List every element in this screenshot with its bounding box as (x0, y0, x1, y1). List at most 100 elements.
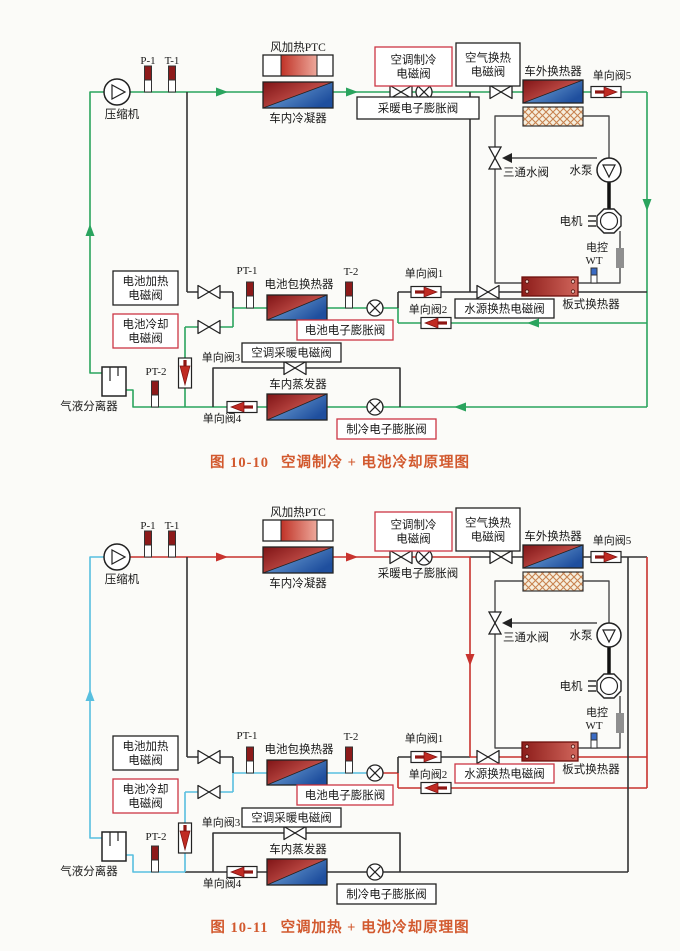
label-three-way-valve: 三通水阀 (503, 630, 549, 644)
check-valve-2 (424, 782, 439, 794)
check-valve-4 (244, 405, 253, 409)
three-way-valve-icon (502, 153, 512, 163)
outdoor-hx-box (522, 79, 584, 104)
label-battery-heating-valve: 电磁阀 (128, 288, 163, 302)
label-ac-cooling-valve: 空调制冷 (391, 53, 437, 67)
motor-icon (599, 676, 619, 696)
check-valve-5 (595, 90, 604, 94)
label-ac-heating-valve-box (241, 342, 342, 363)
label-ac-heating-valve: 空调采暖电磁阀 (251, 811, 332, 825)
separator-box (101, 831, 127, 862)
ac-heating-solenoid-icon (283, 360, 307, 376)
label-battery-eev-box (296, 784, 394, 806)
sensor-pt1 (246, 746, 254, 762)
evaporator-box (266, 393, 328, 421)
battery-hx-box (266, 294, 328, 321)
label-battery-hx: 电池包换热器 (265, 742, 334, 756)
battery-heating-solenoid-icon (197, 284, 221, 300)
check-valve-3 (179, 830, 191, 852)
sensor-pt2 (151, 845, 159, 861)
label-ac-cooling-valve: 电磁阀 (396, 532, 431, 546)
sensor-t1 (168, 65, 176, 81)
cooling-eev-icon (369, 866, 381, 878)
label-battery-cooling-valve: 电池冷却 (123, 783, 169, 796)
caption-title: 空调加热 + 电池冷却原理图 (280, 920, 470, 936)
label-check3: 单向阀3 (202, 815, 241, 829)
evaporator-box (266, 858, 328, 886)
indoor-condenser-box (262, 81, 334, 109)
sensor-p1 (144, 530, 152, 546)
check-valve-1 (415, 290, 424, 294)
label-separator: 气液分离器 (60, 399, 118, 413)
label-battery-cooling-valve: 电磁阀 (128, 331, 163, 345)
plate-hx-box (521, 276, 579, 297)
label-t1: T-1 (165, 55, 180, 67)
label-compressor: 压缩机 (105, 107, 140, 121)
caption-number: 图 10-10 (210, 455, 269, 471)
label-battery-heating-valve: 电池加热 (123, 740, 169, 753)
indoor-condenser-box (262, 546, 334, 574)
diagram-ac-heating-battery-cooling: 空调制冷电磁阀空气换热电磁阀采暖电子膨胀阀电池加热电磁阀电池冷却电磁阀电池电子膨… (60, 506, 648, 905)
battery-cooling-solenoid-icon (197, 784, 221, 800)
label-check5: 单向阀5 (593, 68, 632, 82)
label-t1: T-1 (165, 520, 180, 532)
label-battery-heating-valve-box (112, 735, 179, 771)
label-air-hx-valve: 电磁阀 (471, 65, 506, 79)
check-valve-5 (595, 555, 604, 559)
compressor-icon (111, 83, 127, 101)
heating-eev-icon (418, 551, 430, 563)
water-source-solenoid-icon (476, 284, 500, 300)
label-water-pump: 水泵 (570, 164, 593, 177)
three-way-valve-icon (487, 146, 503, 170)
label-motor: 电机 (560, 214, 583, 228)
label-t2: T-2 (344, 266, 359, 278)
label-check4: 单向阀4 (203, 411, 242, 425)
outdoor-hx-box (522, 544, 584, 569)
flow-arrow (527, 318, 539, 328)
label-air-hx-valve-box (455, 42, 521, 87)
label-check2: 单向阀2 (409, 767, 448, 781)
flow-arrow (346, 552, 358, 562)
label-ac-heating-valve-box (241, 807, 342, 828)
indoor-condenser-box (262, 546, 334, 574)
label-battery-cooling-valve: 电池冷却 (123, 318, 169, 331)
battery-eev-icon (369, 302, 381, 314)
label-battery-eev-box (296, 319, 394, 341)
evaporator-box (266, 393, 328, 421)
sensor-pt1 (246, 281, 254, 297)
flow-arrow (346, 87, 358, 97)
label-air-hx-valve: 电磁阀 (471, 530, 506, 544)
label-battery-eev: 电池电子膨胀阀 (305, 323, 386, 337)
label-indoor-condenser: 车内冷凝器 (269, 111, 327, 125)
label-evaporator: 车内蒸发器 (269, 842, 327, 856)
air-hx-solenoid-icon (489, 84, 513, 100)
flow-arrow (85, 689, 95, 701)
label-ac-heating-valve: 空调采暖电磁阀 (251, 346, 332, 360)
sensor-p1 (144, 65, 152, 81)
radiator-box (522, 571, 584, 592)
evaporator-box (266, 858, 328, 886)
label-battery-heating-valve: 电池加热 (123, 275, 169, 288)
check-valve-4 (230, 401, 245, 413)
wt-sensor (590, 267, 598, 276)
water-pump-icon (602, 629, 616, 644)
label-battery-eev: 电池电子膨胀阀 (305, 788, 386, 802)
label-ac-cooling-valve-box (374, 46, 453, 87)
label-cooling-eev: 制冷电子膨胀阀 (346, 422, 427, 436)
check-valve-5 (603, 551, 618, 563)
three-way-valve-icon (487, 611, 503, 635)
sensor-t2 (345, 281, 353, 297)
battery-cooling-solenoid-icon (197, 319, 221, 335)
label-outdoor-hx: 车外换热器 (524, 529, 582, 543)
ac-heating-solenoid-icon (283, 825, 307, 841)
flow-arrow (216, 552, 228, 562)
label-indoor-condenser: 车内冷凝器 (269, 576, 327, 590)
cooling-eev-icon (369, 401, 381, 413)
label-plate-hx: 板式换热器 (562, 297, 620, 311)
label-plate-hx: 板式换热器 (562, 762, 620, 776)
separator-box (101, 366, 127, 397)
label-water-source-valve: 水源换热电磁阀 (464, 767, 545, 781)
wt-sensor (590, 732, 598, 741)
label-cooling-eev-box (336, 418, 437, 440)
